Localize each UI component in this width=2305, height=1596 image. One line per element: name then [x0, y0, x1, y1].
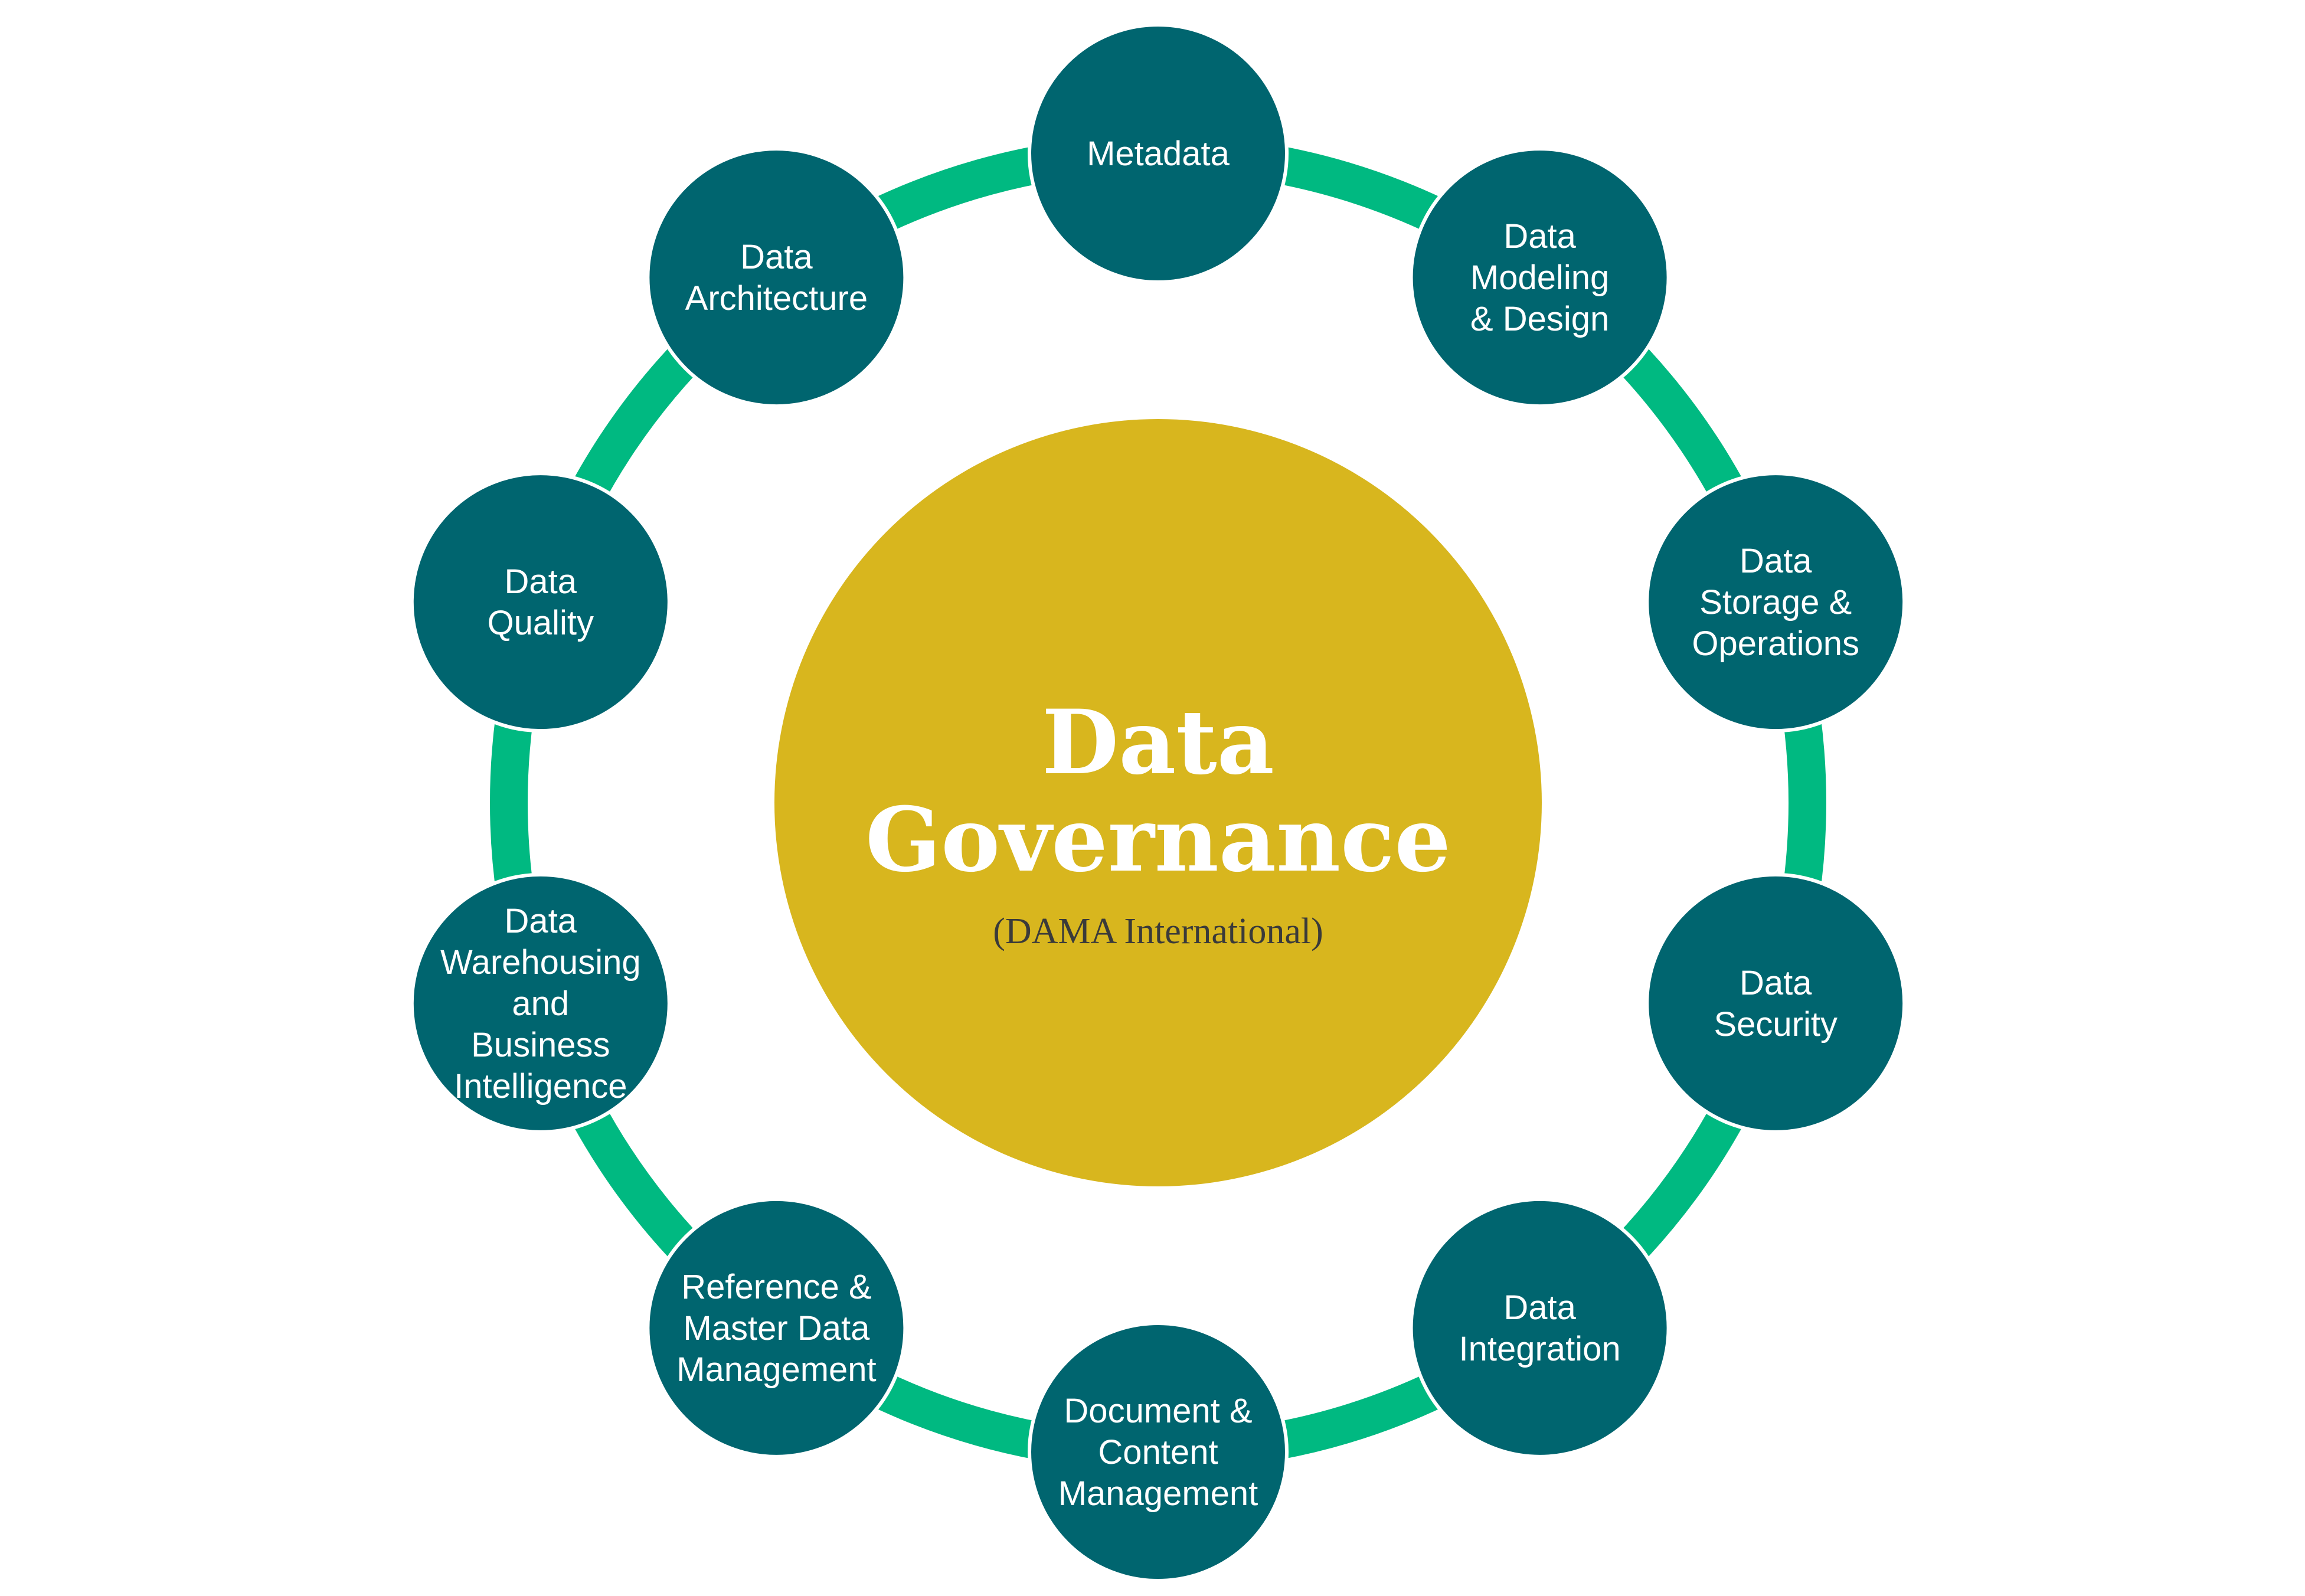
node-label-line: & Design [1470, 300, 1609, 338]
node-label-line: Modeling [1470, 259, 1609, 297]
node-label-line: and [512, 985, 569, 1023]
node-circle [1028, 1322, 1289, 1582]
node-label-line: Operations [1692, 624, 1859, 663]
node-0: Metadata [1028, 23, 1289, 284]
node-label-line: Data [740, 238, 813, 276]
node-label-line: Data [1740, 964, 1812, 1002]
node-circle [410, 872, 671, 1134]
node-label-line: Metadata [1087, 135, 1230, 173]
node-label-line: Management [676, 1350, 877, 1389]
node-circle [1409, 1197, 1670, 1458]
center-hub: Data Governance (DAMA International) [774, 419, 1542, 1186]
node-label-line: Management [1058, 1474, 1258, 1513]
node-label-line: Integration [1459, 1330, 1621, 1368]
node-label-line: Data [505, 562, 577, 601]
node-label-line: Data [505, 902, 577, 940]
node-circle [646, 1197, 907, 1458]
node-label-line: Architecture [685, 279, 868, 318]
center-title-line-2: Governance [865, 788, 1451, 892]
node-label-line: Storage & [1699, 583, 1852, 622]
center-title-line-1: Data [1042, 691, 1274, 794]
node-label-line: Business [471, 1026, 610, 1064]
node-circle [410, 472, 671, 733]
node-label-line: Intelligence [454, 1067, 627, 1106]
node-label-line: Master Data [683, 1309, 870, 1348]
node-label-line: Data [1503, 217, 1576, 256]
center-subtitle: (DAMA International) [993, 911, 1323, 951]
node-label-line: Security [1714, 1005, 1838, 1044]
center-circle [774, 419, 1542, 1186]
node-label-line: Reference & [681, 1268, 871, 1306]
node-circle [1409, 147, 1670, 408]
node-label-line: Data [1740, 542, 1812, 580]
node-circle [1028, 23, 1289, 284]
node-circle [1645, 872, 1907, 1134]
node-label-line: Data [1503, 1288, 1576, 1327]
node-label-line: Warehousing [440, 943, 641, 982]
node-label-line: Quality [488, 604, 594, 642]
node-label-line: Content [1098, 1433, 1218, 1471]
node-circle [1645, 472, 1907, 733]
node-circle [646, 147, 907, 408]
node-label-line: Document & [1064, 1392, 1252, 1430]
